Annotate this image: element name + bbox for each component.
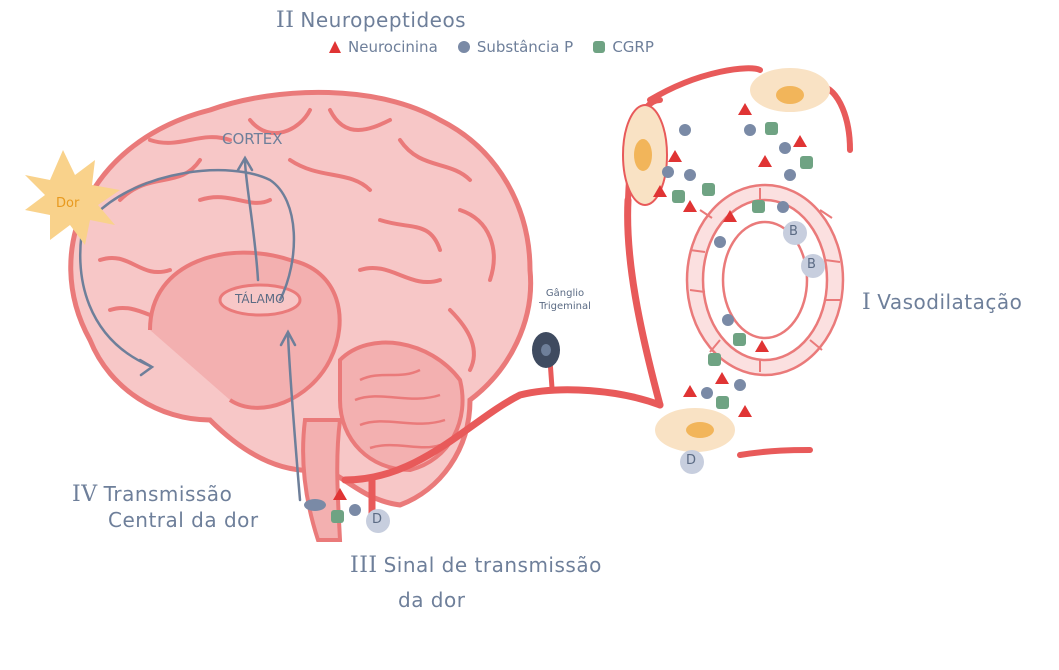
section-iv-line2: Central da dor <box>108 508 259 532</box>
brain <box>68 89 534 542</box>
section-i-text: Vasodilatação <box>877 290 1023 314</box>
section-ii-text: Neuropeptideos <box>300 8 467 32</box>
ganglio-label-line1: Gânglio <box>545 288 585 299</box>
legend-item-substancia-p: Substância P <box>457 38 573 56</box>
receptor-d-1: D <box>372 512 383 527</box>
legend-item-cgrp: CGRP <box>592 38 654 56</box>
section-iv-line1: Transmissão <box>103 482 233 506</box>
section-iv-numeral: IV <box>72 482 98 507</box>
dor-starburst <box>25 150 120 245</box>
neuropeptide-particles <box>304 103 813 523</box>
red-triangle-icon <box>329 41 341 53</box>
section-iii-numeral: III <box>350 553 378 578</box>
legend-label-substancia-p: Substância P <box>476 38 574 56</box>
legend-label-neurocinina: Neurocinina <box>348 38 438 56</box>
section-iii-line1: Sinal de transmissão <box>383 553 602 577</box>
blue-dot-icon <box>457 41 470 53</box>
cortex-label: CORTEX <box>222 130 283 148</box>
legend-label-cgrp: CGRP <box>612 38 654 56</box>
green-square-icon <box>593 41 606 53</box>
dor-label: Dor <box>56 196 80 211</box>
legend: Neurocinina Substância P CGRP <box>328 38 668 58</box>
receptor-d-2: D <box>686 453 697 468</box>
ganglio-label-line2: Trigeminal <box>539 301 591 312</box>
endothelial-cells <box>622 68 830 452</box>
talamo-label: TÁLAMO <box>235 292 285 306</box>
legend-item-neurocinina: Neurocinina <box>328 38 438 56</box>
section-iii-line2: da dor <box>398 588 466 612</box>
receptor-b-1: B <box>789 224 798 239</box>
blood-vessel <box>685 183 845 377</box>
ganglio-label: Gânglio Trigeminal <box>525 287 605 313</box>
section-ii-numeral: II <box>276 8 295 33</box>
section-i-numeral: I <box>862 290 872 315</box>
receptor-b-2: B <box>807 257 816 272</box>
